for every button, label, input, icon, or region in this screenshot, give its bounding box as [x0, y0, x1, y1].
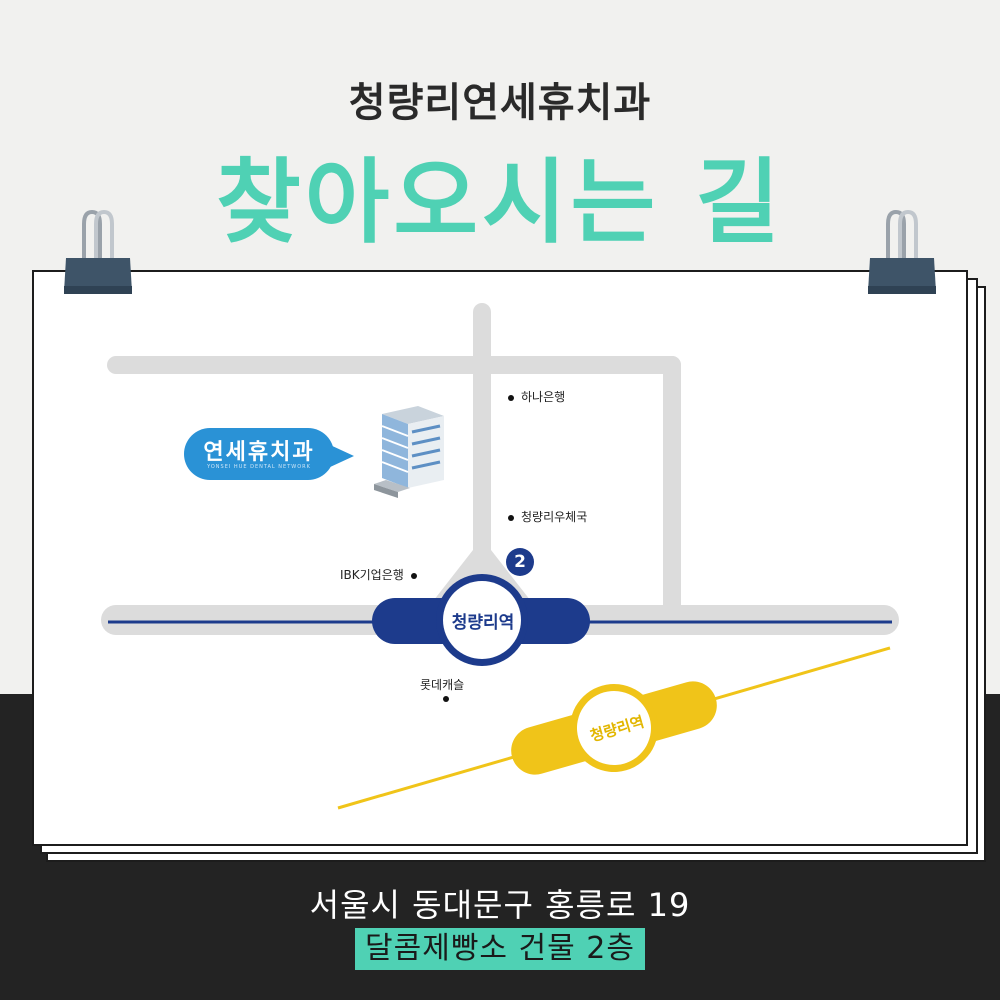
poi-hana-bank: 하나은행 [508, 388, 565, 405]
clinic-bubble [184, 428, 334, 480]
poi-lotte-castle: 롯데캐슬 [420, 676, 464, 693]
station-exit-badge: 2 [506, 548, 534, 576]
poi-marker-icon [508, 394, 514, 401]
poi-marker-icon [410, 572, 417, 579]
clinic-subtitle: 청량리연세휴치과 [348, 80, 652, 126]
binder-clip-icon [64, 209, 132, 294]
poi-label: IBK기업은행 [340, 568, 404, 582]
poi-marker-icon [443, 696, 449, 702]
station-circle-blue [443, 581, 521, 659]
clinic-name-en: YONSEI HUE DENTAL NETWORK [207, 464, 311, 470]
poi-label: 하나은행 [521, 390, 566, 404]
building-icon [374, 406, 444, 498]
station-label-line1: 청량리역 [451, 613, 515, 633]
clinic-bubble-tail [328, 444, 354, 468]
address-text: 서울시 동대문구 홍릉로 19 [309, 886, 691, 924]
station-circle-yellow [577, 691, 651, 765]
poi-label: 청량리우체국 [521, 510, 588, 524]
floor-info-wrap: 달콤제빵소 건물 2층 [0, 928, 1000, 970]
poi-ibk-bank: IBK기업은행 [340, 566, 417, 583]
station-yellow-group [511, 681, 717, 775]
poi-label: 롯데캐슬 [420, 678, 465, 692]
binder-clip-icon [868, 209, 936, 294]
poi-post-office: 청량리우체국 [508, 508, 587, 525]
floor-info: 달콤제빵소 건물 2층 [355, 928, 645, 970]
page-title: 찾아오시는 길 [216, 149, 784, 256]
clinic-name: 연세휴치과 [203, 440, 315, 465]
poi-marker-icon [508, 514, 514, 521]
